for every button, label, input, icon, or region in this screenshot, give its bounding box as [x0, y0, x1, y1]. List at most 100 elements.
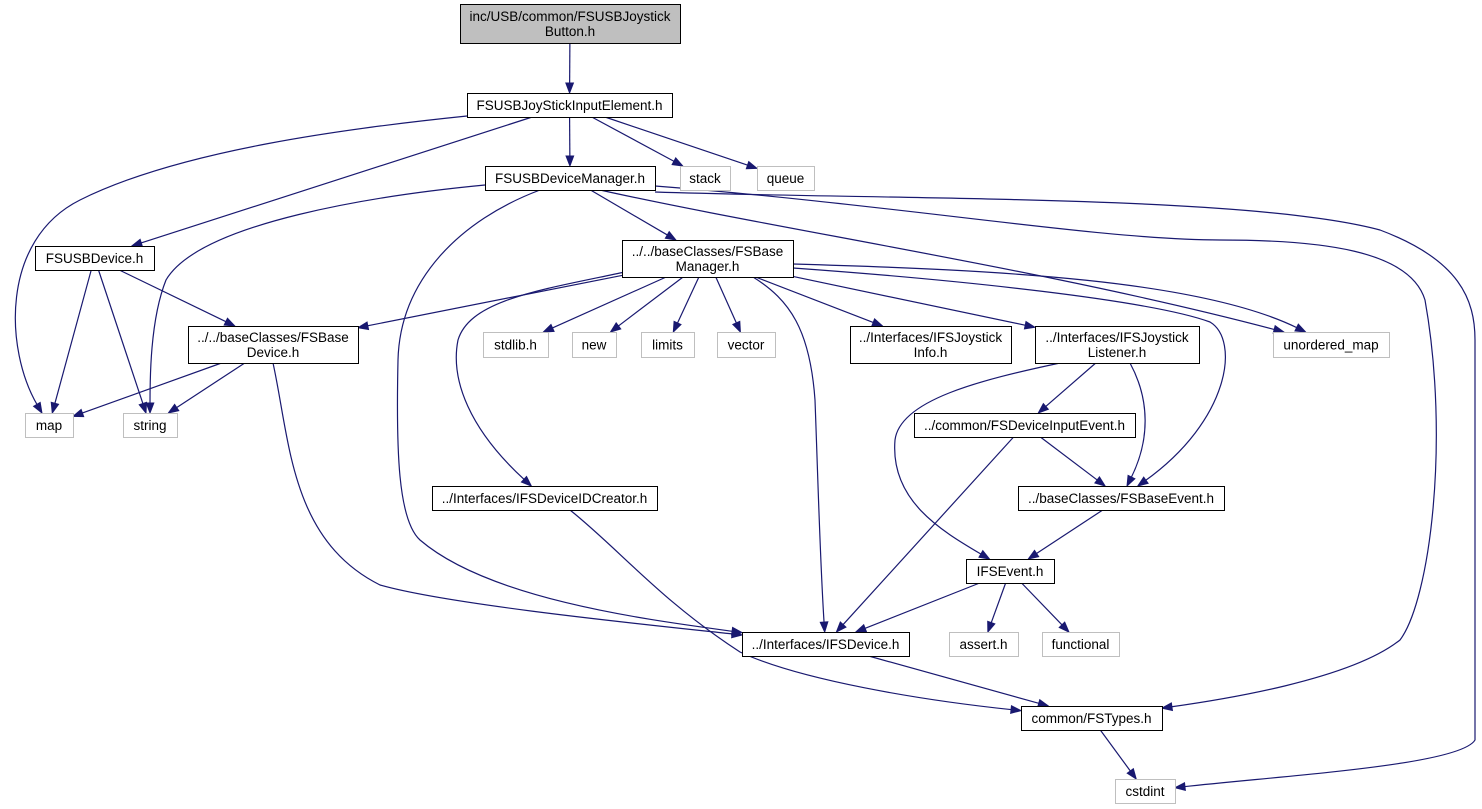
node-label: ../../baseClasses/FSBase [197, 330, 349, 345]
node-label: inc/USB/common/FSUSBJoystick [469, 9, 670, 24]
edge-line [149, 184, 486, 405]
edge-line [54, 269, 92, 405]
edge-base_manager-to-base_event [792, 267, 1226, 487]
node-usb_device[interactable]: FSUSBDevice.h [35, 246, 155, 271]
edge-line [990, 582, 1007, 624]
edge-usb_device-to-base_device [119, 269, 237, 327]
arrow-head [145, 402, 155, 415]
node-box [572, 332, 617, 358]
node-cstdint[interactable]: cstdint [1115, 779, 1176, 804]
edges-layer [14, 42, 1476, 792]
node-vector[interactable]: vector [717, 332, 776, 358]
arrow-head [542, 323, 555, 333]
edge-base_event-to-ifs_event [1027, 509, 1104, 560]
node-unordered_map[interactable]: unordered_map [1273, 332, 1390, 358]
node-box [949, 632, 1019, 657]
edge-base_manager-to-vector [715, 276, 741, 334]
edge-device_input_event-to-base_event [1039, 436, 1107, 487]
node-label: FSUSBDevice.h [46, 251, 144, 266]
arrow-head [672, 320, 682, 334]
arrow-head [1037, 402, 1050, 414]
edge-line [868, 655, 1040, 705]
arrow-head [978, 549, 991, 560]
edge-base_manager-to-new [609, 276, 684, 333]
node-string[interactable]: string [123, 413, 178, 438]
edge-line [617, 276, 684, 328]
node-functional[interactable]: functional [1042, 632, 1120, 657]
node-device_input_event[interactable]: ../common/FSDeviceInputEvent.h [914, 413, 1136, 438]
arrow-head [1126, 474, 1136, 488]
edge-ifs_event-to-functional [1021, 582, 1070, 634]
edge-device_manager-to-base_manager [590, 189, 678, 241]
arrow-head [1136, 476, 1149, 487]
edge-line [752, 276, 825, 624]
edge-ifs_event-to-assert [987, 582, 1007, 634]
node-box [680, 166, 731, 191]
node-box [467, 93, 673, 118]
edge-base_manager-to-base_device [356, 274, 623, 331]
edge-line [1035, 509, 1104, 555]
arrow-head [1010, 705, 1023, 715]
edge-base_device-to-ifs_device [272, 362, 744, 639]
node-box [485, 166, 656, 191]
edge-fs_types-to-cstdint [1099, 729, 1138, 781]
edge-line [591, 116, 676, 163]
arrow-head [223, 317, 237, 327]
edge-base_device-to-map [71, 362, 222, 418]
edge-line [654, 191, 1476, 788]
arrow-head [835, 621, 847, 634]
node-limits[interactable]: limits [641, 332, 695, 358]
node-label: vector [728, 338, 765, 353]
node-device_manager[interactable]: FSUSBDeviceManager.h [485, 166, 656, 191]
node-device_id_creator[interactable]: ../Interfaces/IFSDeviceIDCreator.h [432, 486, 658, 511]
node-box [717, 332, 776, 358]
edge-line [455, 271, 626, 481]
node-fs_types[interactable]: common/FSTypes.h [1021, 706, 1163, 731]
edge-line [654, 185, 1437, 708]
node-ifs_device[interactable]: ../Interfaces/IFSDevice.h [742, 632, 910, 657]
arrow-head [731, 320, 741, 334]
edge-line [272, 362, 734, 635]
arrow-head [609, 322, 622, 333]
node-box [1273, 332, 1390, 358]
node-label: common/FSTypes.h [1031, 711, 1151, 726]
edge-joystick_input-to-device_manager [565, 116, 575, 168]
node-base_event[interactable]: ../baseClasses/FSBaseEvent.h [1018, 486, 1225, 511]
node-ifs_event[interactable]: IFSEvent.h [966, 559, 1055, 584]
node-label: queue [767, 171, 805, 186]
edge-joystick_listener-to-ifs_event [894, 362, 1061, 560]
edge-root-to-joystick_input [565, 42, 575, 95]
node-assert[interactable]: assert.h [949, 632, 1019, 657]
node-stack[interactable]: stack [680, 166, 731, 191]
arrow-head [130, 238, 144, 248]
node-box [483, 332, 549, 358]
arrow-head [71, 408, 85, 418]
node-label: functional [1052, 637, 1110, 652]
edge-usb_device-to-map [50, 269, 92, 415]
arrow-head [819, 621, 829, 634]
node-label: Device.h [247, 345, 300, 360]
edge-device_input_event-to-ifs_device [835, 436, 1015, 634]
edge-line [715, 276, 738, 325]
edge-base_manager-to-joystick_listener [792, 275, 1037, 330]
edge-line [590, 189, 669, 236]
node-stdlib[interactable]: stdlib.h [483, 332, 549, 358]
node-joystick_input[interactable]: FSUSBJoyStickInputElement.h [467, 93, 673, 118]
node-label: ../Interfaces/IFSJoystick [859, 330, 1003, 345]
arrow-head [565, 155, 575, 168]
edge-line [81, 362, 222, 414]
node-queue[interactable]: queue [757, 166, 815, 191]
nodes-layer: inc/USB/common/FSUSBJoystickButton.hFSUS… [25, 4, 1390, 804]
node-map[interactable]: map [25, 413, 74, 438]
edge-base_manager-to-limits [672, 276, 700, 334]
edge-joystick_input-to-stack [591, 116, 684, 167]
node-new[interactable]: new [572, 332, 617, 358]
node-label: ../../baseClasses/FSBase [632, 244, 784, 259]
edge-line [1039, 436, 1099, 482]
